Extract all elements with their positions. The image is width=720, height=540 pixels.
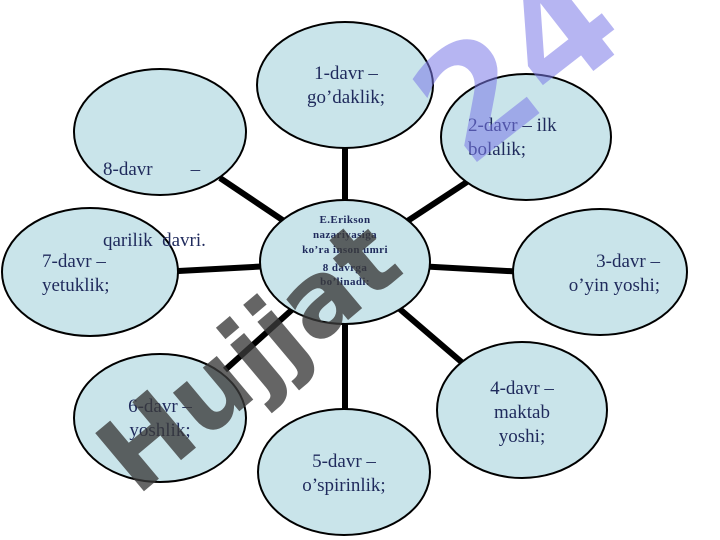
node-line: yetuklik; xyxy=(42,274,110,296)
node-line: o’yin yoshi; xyxy=(568,274,660,296)
node-line: 1-davr – xyxy=(314,63,378,84)
node-line: 5-davr – xyxy=(312,451,376,472)
center-line: nazariyasiga xyxy=(312,228,378,241)
node-2-label: 2-davr – ilk bolalik; xyxy=(468,114,593,162)
node-line: o’spirinlik; xyxy=(302,474,386,496)
node-line: qarilik davri. xyxy=(103,229,206,251)
node-line: 7-davr – xyxy=(42,251,106,272)
bubbles xyxy=(1,21,688,536)
node-2-bubble xyxy=(440,73,612,201)
node-line: yoshlik; xyxy=(129,419,191,441)
node-line: bolalik; xyxy=(468,138,527,160)
center-label: E.Erikson nazariyasiga ko’ra inson umri … xyxy=(282,213,408,290)
node-6-bubble xyxy=(73,353,247,483)
node-4-label: 4-davr – maktab yoshi; xyxy=(470,377,574,448)
node-line: maktab xyxy=(494,401,550,423)
center-line: bo’linadi: xyxy=(320,276,370,289)
node-8-bubble xyxy=(73,68,247,196)
node-3-bubble xyxy=(512,208,688,336)
node-5-bubble xyxy=(257,408,431,536)
node-3-label: 3-davr – o’yin yoshi; xyxy=(540,250,660,298)
center-line: E.Erikson xyxy=(319,214,371,226)
node-7-bubble xyxy=(1,207,179,337)
center-line: ko’ra inson umri xyxy=(302,243,388,256)
node-line: 8-davr – xyxy=(103,158,201,180)
center-bubble xyxy=(259,199,431,325)
node-6-label: 6-davr – yoshlik; xyxy=(112,395,208,443)
node-line: go’daklik; xyxy=(306,86,386,108)
node-8-label: 8-davr – qarilik davri. xyxy=(103,110,233,276)
node-line: 3-davr – xyxy=(596,251,660,272)
node-1-label: 1-davr – go’daklik; xyxy=(300,62,392,110)
node-4-bubble xyxy=(436,341,608,479)
center-line: 8 davrga xyxy=(322,261,368,274)
node-line: 2-davr – ilk xyxy=(468,115,557,136)
node-1-bubble xyxy=(256,21,434,149)
node-7-label: 7-davr – yetuklik; xyxy=(42,250,142,298)
node-5-label: 5-davr – o’spirinlik; xyxy=(288,450,400,498)
node-line: yoshi; xyxy=(498,425,546,447)
node-line: 4-davr – xyxy=(490,378,554,399)
node-line: 6-davr – xyxy=(128,396,192,417)
